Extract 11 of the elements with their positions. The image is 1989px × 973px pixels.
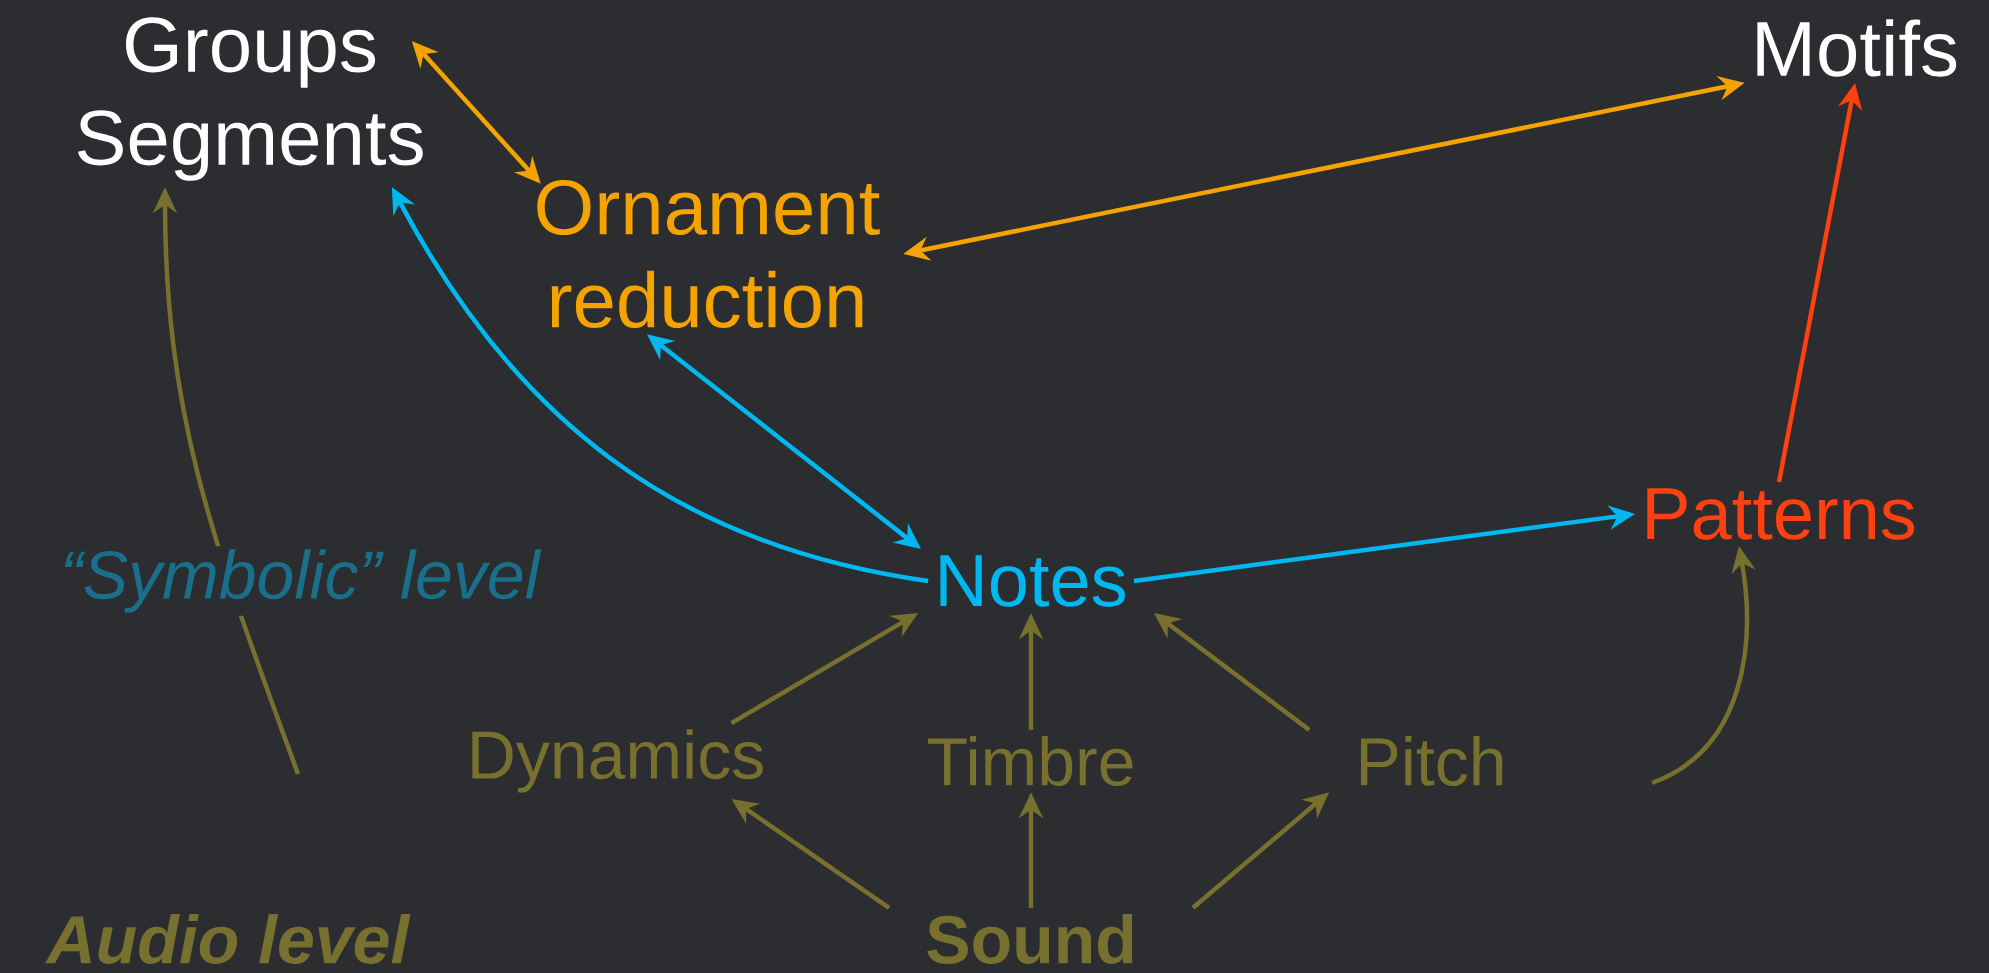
text-label: Ornament reduction <box>537 179 880 329</box>
level-label: Audio level <box>43 911 413 967</box>
text-label: Groups Segments <box>77 17 423 181</box>
text-label: Sound <box>927 914 1133 964</box>
text-label: Timbre <box>928 736 1133 786</box>
text-label: Motifs <box>1757 19 1957 77</box>
level-label: “Symbolic” level <box>57 546 543 616</box>
text-label: Pitch <box>1361 736 1503 786</box>
text-label: Notes <box>940 555 1125 607</box>
text-label: Patterns <box>1647 488 1915 540</box>
text-label: Dynamics <box>472 729 763 793</box>
